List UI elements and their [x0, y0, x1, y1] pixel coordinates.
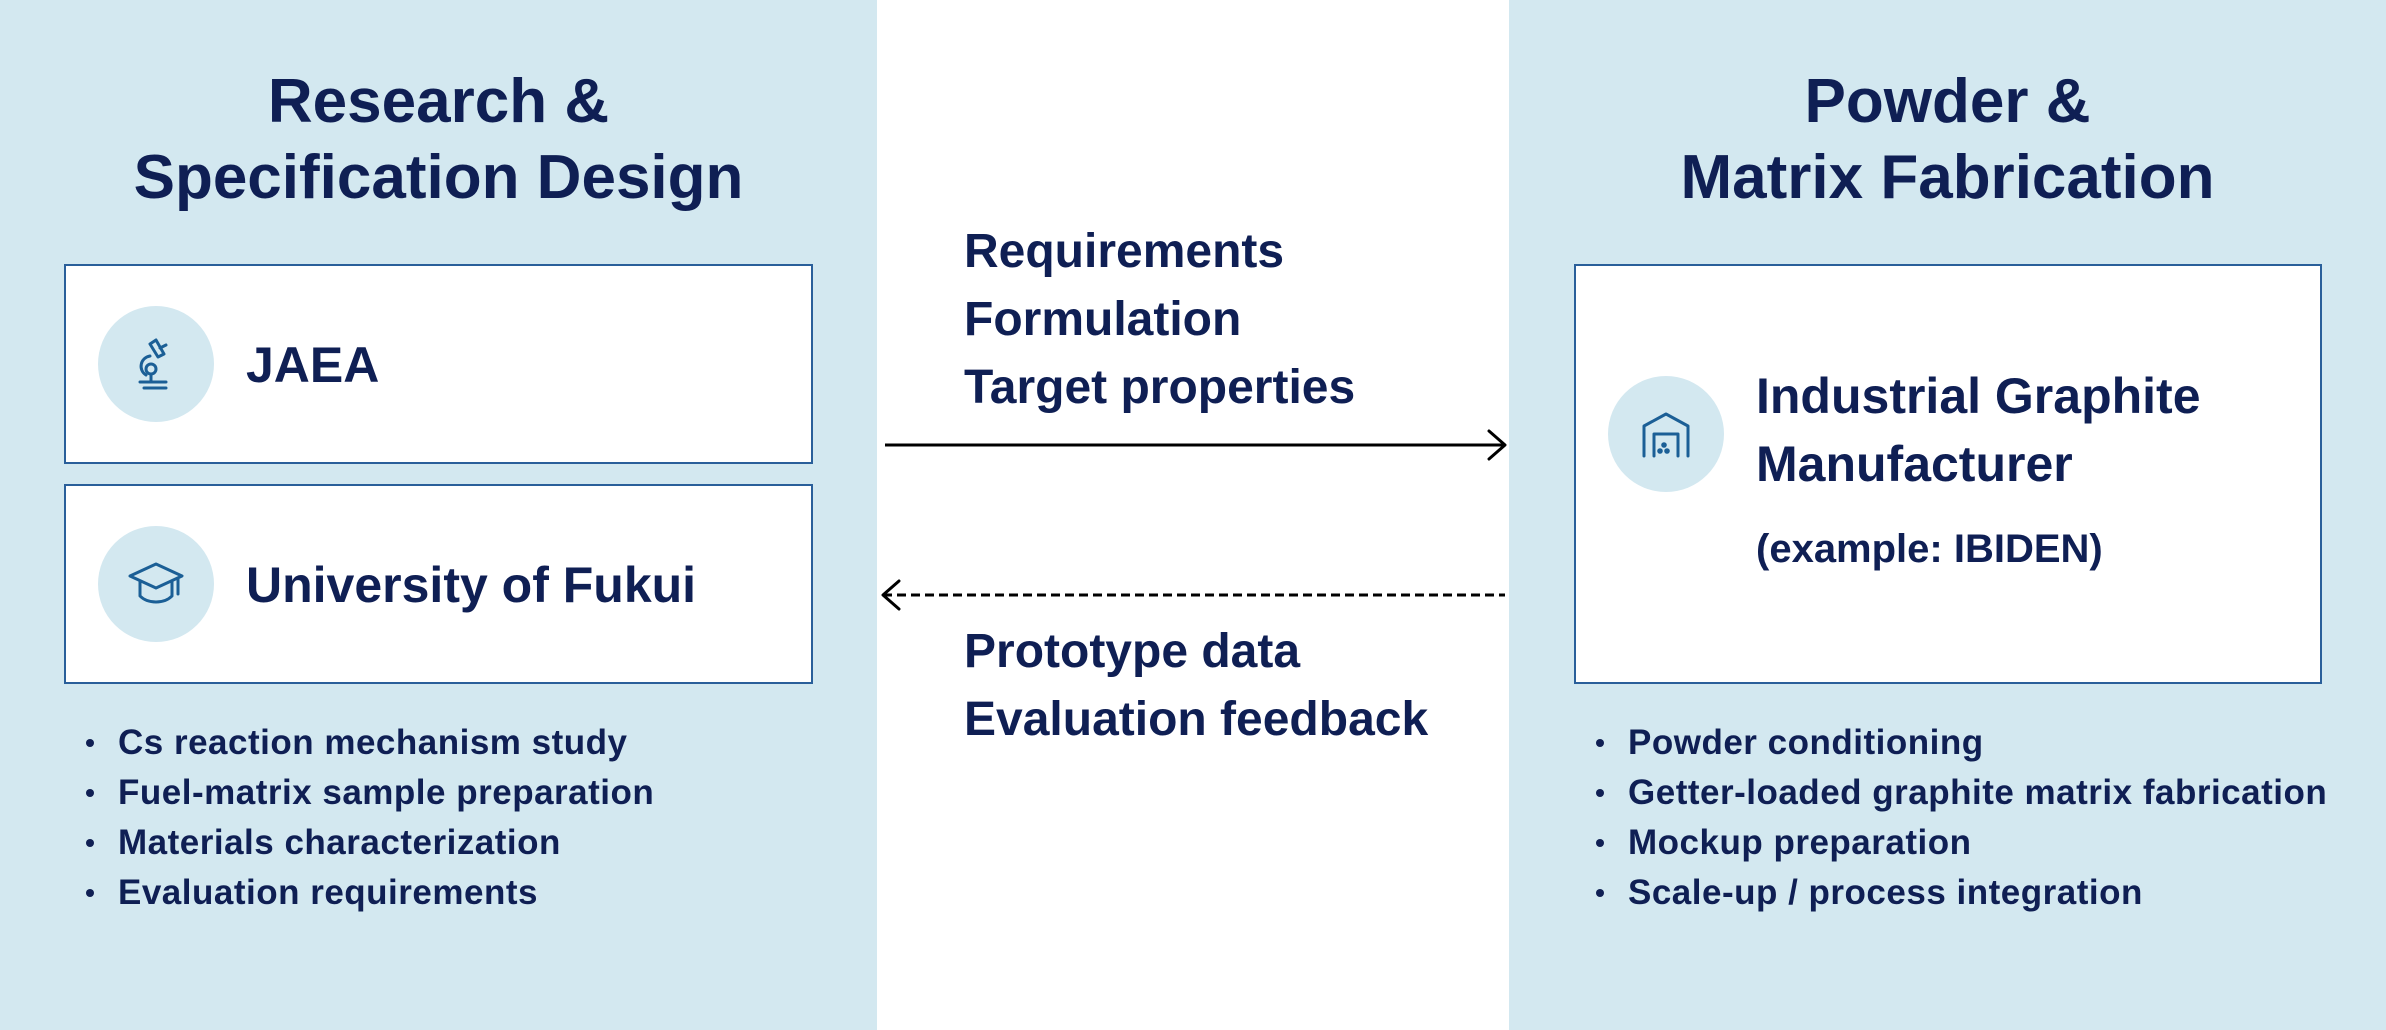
research-panel-title: Research & Specification Design [0, 64, 877, 216]
manufacturer-example: (example: IBIDEN) [1756, 527, 2103, 571]
list-item: Evaluation requirements [84, 868, 844, 918]
list-item: Powder conditioning [1594, 718, 2334, 768]
feedback-flow-line-2: Evaluation feedback [964, 693, 1429, 746]
university-of-fukui-label: University of Fukui [246, 557, 697, 613]
forward-flow-label: Requirements Formulation Target properti… [964, 218, 1355, 422]
list-item: Getter-loaded graphite matrix fabricatio… [1594, 768, 2334, 818]
research-panel: Research & Specification Design JAEA [0, 0, 877, 1030]
jaea-label: JAEA [246, 337, 380, 393]
research-title-line-1: Research & [267, 67, 610, 136]
list-item: Cs reaction mechanism study [84, 718, 844, 768]
forward-arrow [885, 429, 1507, 461]
research-title-line-2: Specification Design [133, 143, 744, 212]
fabrication-bullet-list: Powder conditioning Getter-loaded graphi… [1594, 718, 2334, 918]
jaea-card: JAEA [64, 264, 813, 464]
list-item: Scale-up / process integration [1594, 868, 2334, 918]
forward-flow-line-3: Target properties [964, 361, 1356, 414]
feedback-flow-line-1: Prototype data [964, 625, 1301, 678]
forward-flow-line-2: Formulation [964, 293, 1242, 346]
manufacturer-label-line-1: Industrial Graphite [1756, 368, 2201, 424]
microscope-icon [98, 306, 214, 422]
feedback-arrow [881, 579, 1505, 611]
graphite-manufacturer-card: Industrial Graphite Manufacturer (exampl… [1574, 264, 2322, 684]
list-item: Materials characterization [84, 818, 844, 868]
flow-arrows [881, 429, 1507, 611]
forward-flow-line-1: Requirements [964, 225, 1285, 278]
list-item: Mockup preparation [1594, 818, 2334, 868]
list-item: Fuel-matrix sample preparation [84, 768, 844, 818]
factory-icon [1608, 376, 1724, 492]
fabrication-title-line-2: Matrix Fabrication [1680, 143, 2215, 212]
fabrication-title-line-1: Powder & [1804, 67, 2091, 136]
research-bullet-list: Cs reaction mechanism study Fuel-matrix … [84, 718, 844, 918]
manufacturer-label: Industrial Graphite Manufacturer [1756, 362, 2201, 498]
graduation-cap-icon [98, 526, 214, 642]
feedback-flow-label: Prototype data Evaluation feedback [964, 618, 1428, 754]
manufacturer-label-line-2: Manufacturer [1756, 436, 2073, 492]
fabrication-panel-title: Powder & Matrix Fabrication [1509, 64, 2386, 216]
university-of-fukui-card: University of Fukui [64, 484, 813, 684]
